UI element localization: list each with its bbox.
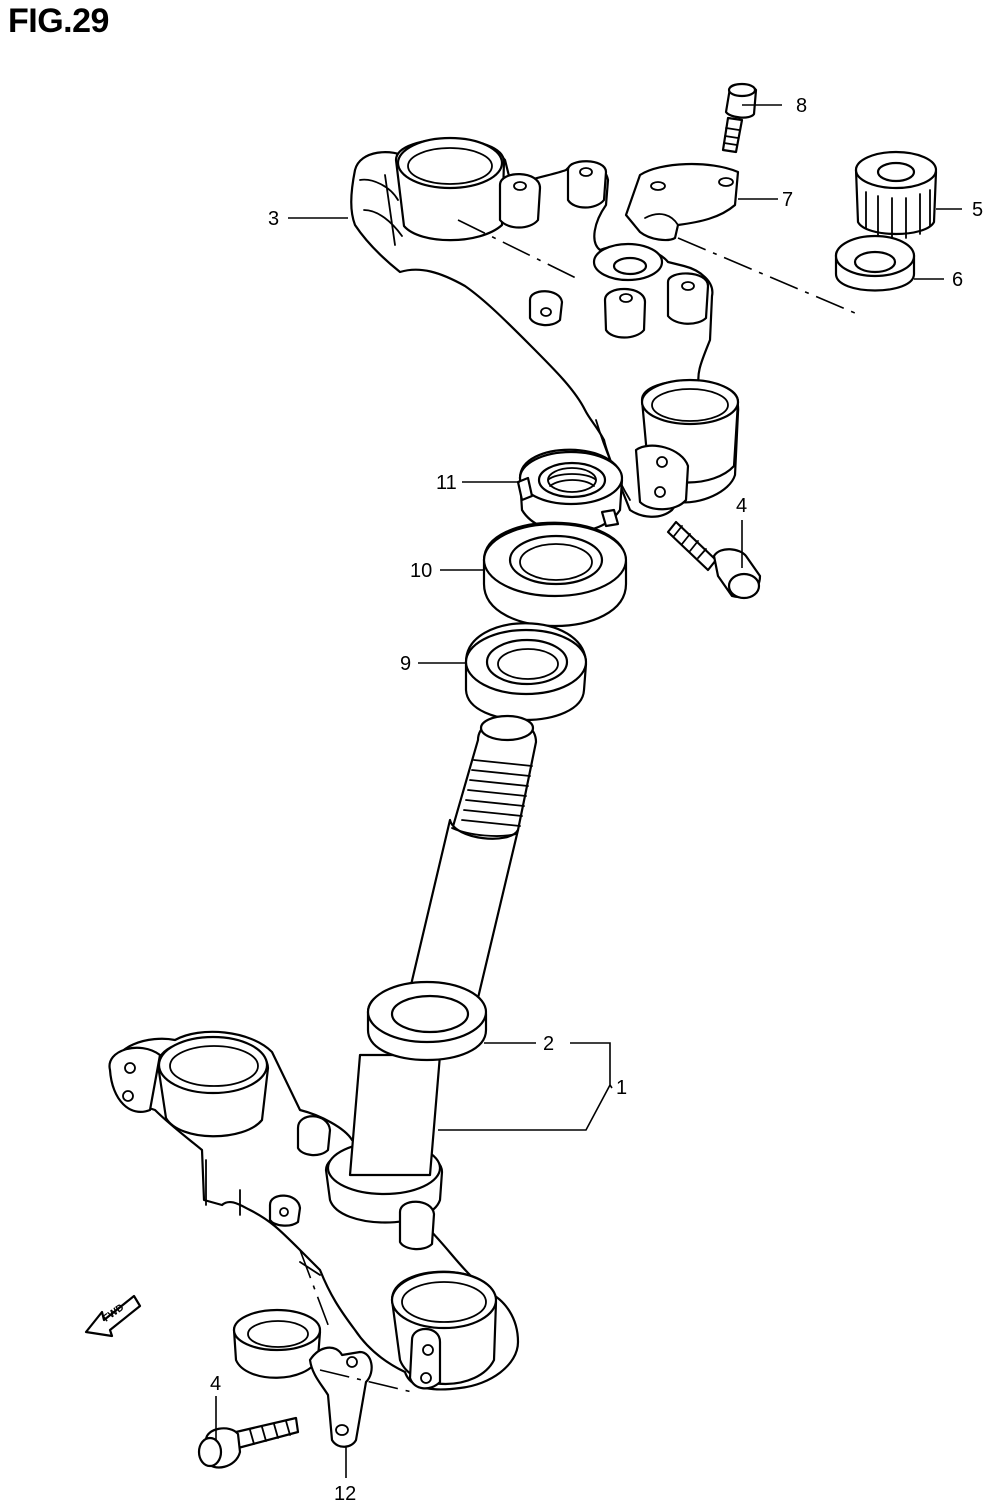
part-9-bearing — [464, 622, 588, 722]
part-4-bolt-upper — [666, 520, 762, 600]
part-10-dust-seal — [482, 521, 628, 628]
callout-4-upper: 4 — [736, 495, 747, 517]
callout-10: 10 — [410, 560, 432, 582]
figure-title: FIG.29 — [8, 2, 109, 40]
leader-lines — [215, 104, 962, 1478]
part-11-steering-nut — [516, 448, 624, 534]
callout-4-lower: 4 — [210, 1373, 221, 1395]
callout-11: 11 — [436, 472, 457, 494]
part-12-cable-guide — [232, 1308, 373, 1448]
callout-12: 12 — [334, 1483, 356, 1505]
part-3-upper-bracket — [350, 136, 740, 518]
part-6-washer — [834, 234, 916, 292]
part-7-handlebar-holder — [624, 162, 740, 242]
callout-1: 1 — [616, 1077, 627, 1099]
part-1-steering-stem — [108, 714, 538, 1391]
assembly-centerlines — [299, 219, 863, 1393]
callout-5: 5 — [972, 199, 983, 221]
part-4-bolt-lower — [197, 1416, 300, 1469]
part-5-nut — [854, 150, 938, 239]
callout-8: 8 — [796, 95, 807, 117]
callout-6: 6 — [952, 269, 963, 291]
fwd-direction-arrow: FWD — [84, 1294, 142, 1338]
callout-3: 3 — [268, 208, 279, 230]
callout-9: 9 — [400, 653, 411, 675]
callout-7: 7 — [782, 189, 793, 211]
callout-2: 2 — [543, 1033, 554, 1055]
part-2-bearing-lower — [366, 980, 488, 1061]
callout-labels: 3 8 7 5 6 4 11 10 9 2 1 4 12 — [210, 95, 983, 1505]
part-8-bolt — [721, 82, 758, 154]
